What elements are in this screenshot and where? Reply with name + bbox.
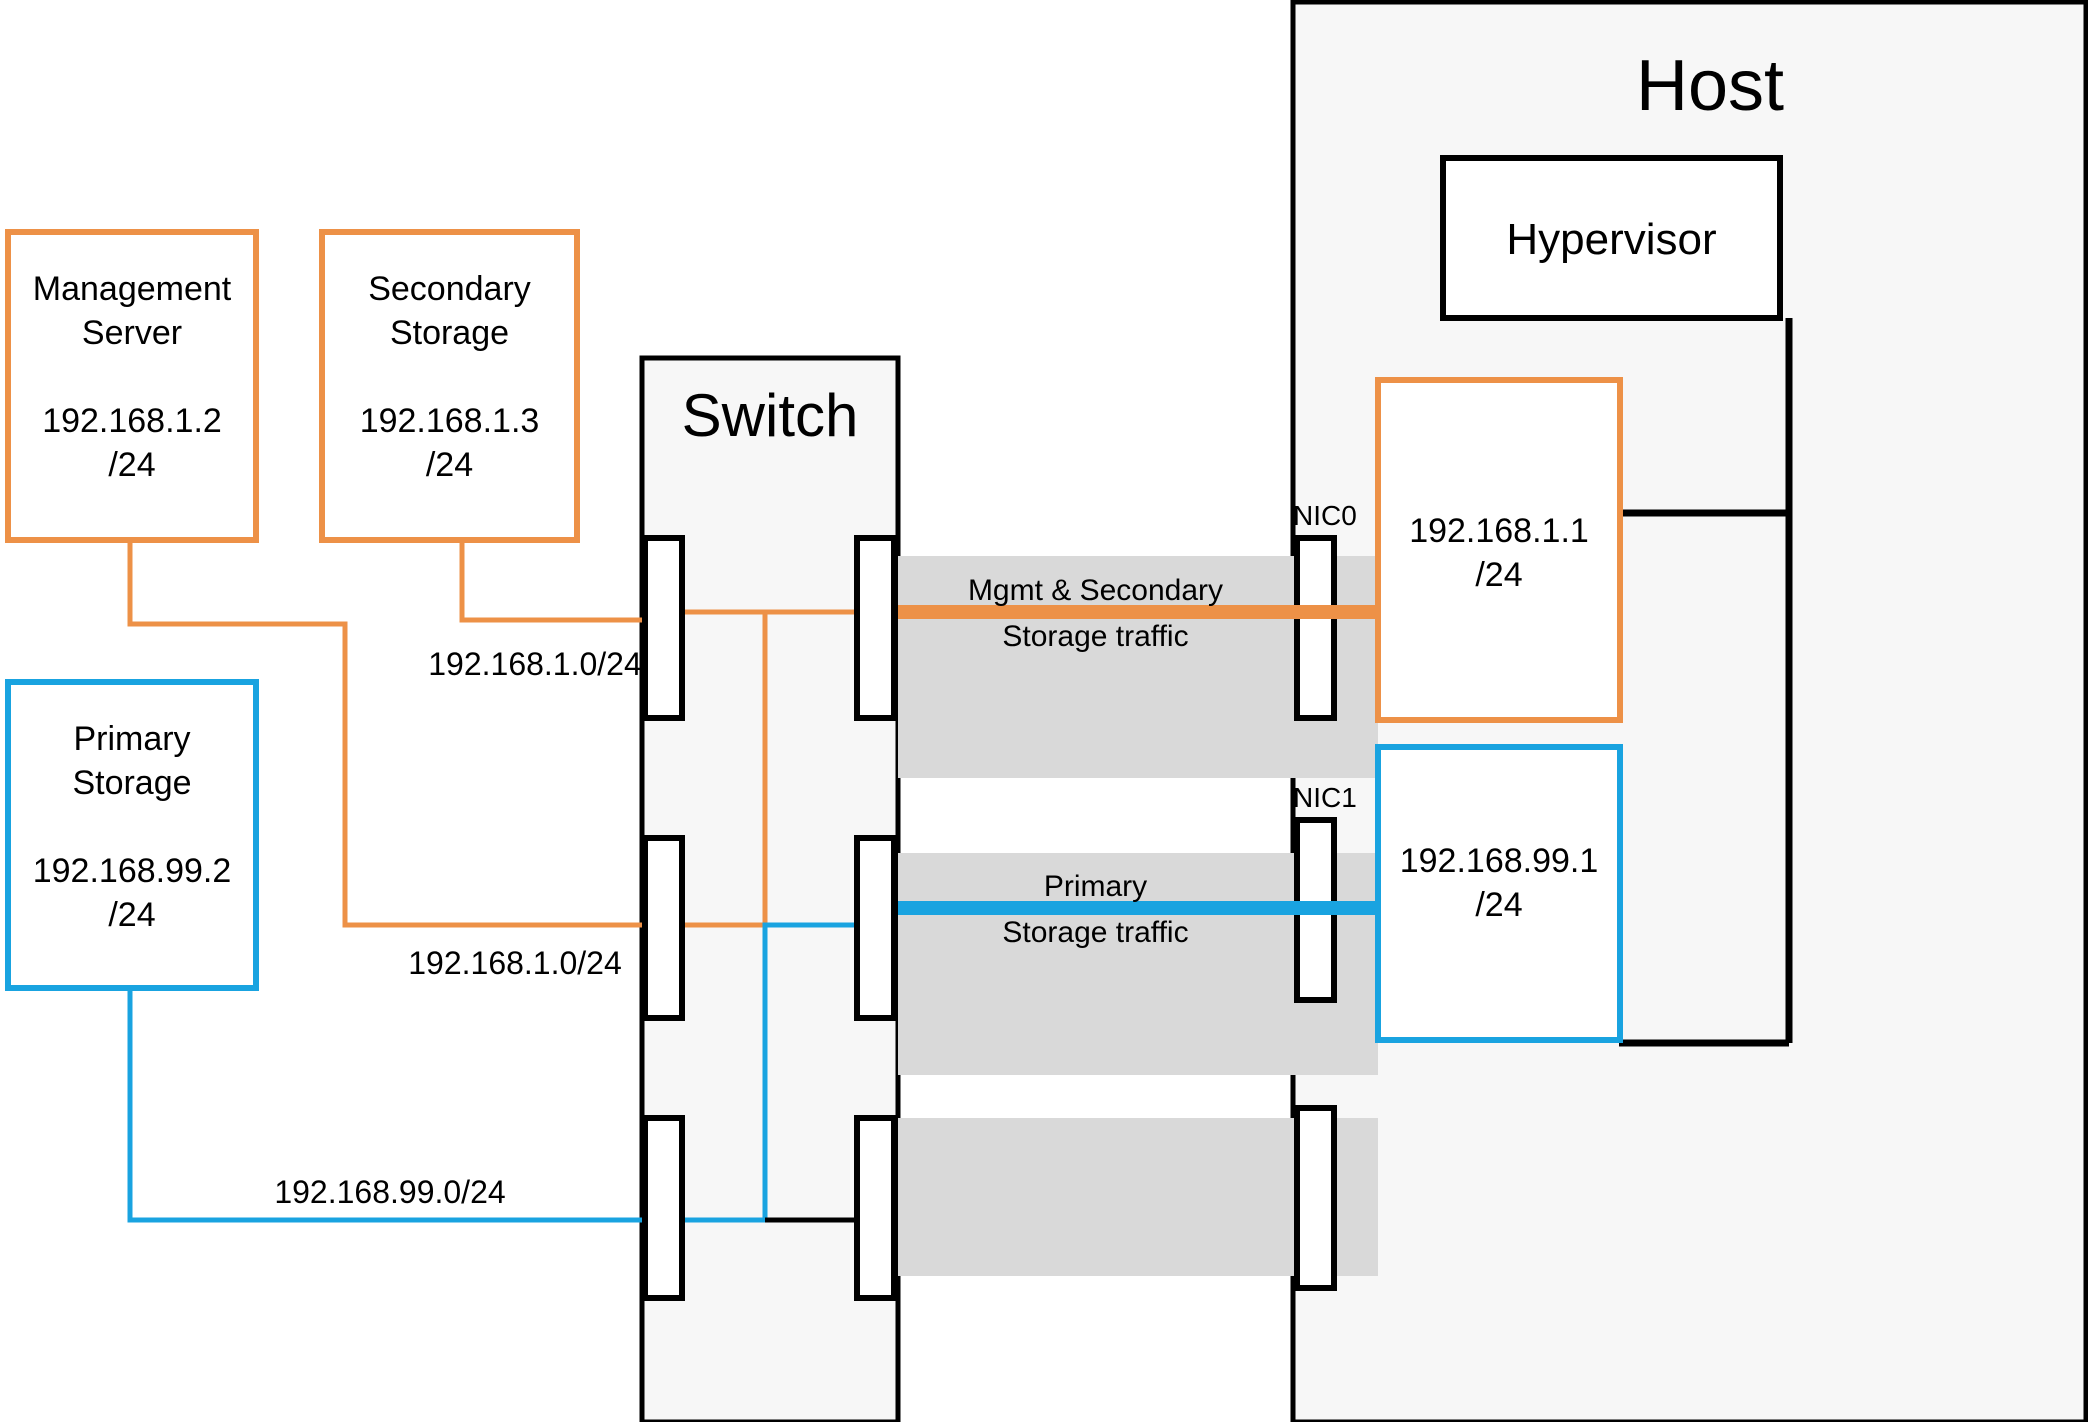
nic0-network-box xyxy=(1375,377,1623,723)
management-server-box xyxy=(5,229,259,543)
traffic-label-primary-line2: Storage traffic xyxy=(1002,916,1189,949)
nic0-label: NIC0 xyxy=(1293,500,1357,531)
switch-port-left-3[interactable] xyxy=(642,1115,685,1301)
hypervisor-box xyxy=(1440,155,1783,321)
traffic-band-mgmt xyxy=(898,556,1293,778)
traffic-band-primary xyxy=(898,853,1293,1075)
cable-mgmt-server xyxy=(127,540,642,928)
nic1-network-box xyxy=(1375,744,1623,1043)
traffic-label-primary-line1: Primary xyxy=(1043,870,1148,903)
cable-primary-storage xyxy=(127,988,642,1223)
switch-title: Switch xyxy=(681,382,859,449)
switch-internal-orange xyxy=(668,609,768,928)
traffic-label-mgmt-line2: Storage traffic xyxy=(1002,620,1189,653)
switch-port-right-2[interactable] xyxy=(854,835,897,1021)
network-label-storage: 192.168.99.0/24 xyxy=(274,1174,506,1210)
switch-port-left-2[interactable] xyxy=(642,835,685,1021)
nic0-network-ip: 192.168.1.1 /24 xyxy=(1409,512,1589,594)
switch-port-right-1[interactable] xyxy=(854,535,897,721)
nic1-network-ip: 192.168.99.1 /24 xyxy=(1399,842,1599,924)
switch-port-left-1[interactable] xyxy=(642,535,685,721)
cable-secondary-storage xyxy=(459,540,642,623)
traffic-band-empty xyxy=(898,1118,1293,1276)
hypervisor-title: Hypervisor xyxy=(1506,215,1717,264)
host-nic2-port[interactable] xyxy=(1294,1105,1337,1291)
host-nic0-port[interactable] xyxy=(1294,535,1337,721)
secondary-storage-box xyxy=(319,229,580,543)
traffic-label-mgmt-line1: Mgmt & Secondary xyxy=(967,574,1224,607)
secondary-storage-title: Secondary Storage xyxy=(368,270,531,352)
switch-port-right-3[interactable] xyxy=(854,1115,897,1301)
secondary-storage-ip: 192.168.1.3 /24 xyxy=(359,402,540,484)
network-label-mgmt-bottom: 192.168.1.0/24 xyxy=(408,945,622,981)
switch-internal-blue xyxy=(668,922,858,1223)
network-label-mgmt-top: 192.168.1.0/24 xyxy=(428,646,642,682)
nic1-label: NIC1 xyxy=(1293,782,1357,813)
management-server-ip: 192.168.1.2 /24 xyxy=(42,402,222,484)
primary-storage-title: Primary Storage xyxy=(72,720,192,802)
primary-storage-box xyxy=(5,679,259,991)
primary-storage-ip: 192.168.99.2 /24 xyxy=(32,852,232,934)
host-title: Host xyxy=(1635,46,1785,126)
management-server-title: Management Server xyxy=(32,270,232,352)
